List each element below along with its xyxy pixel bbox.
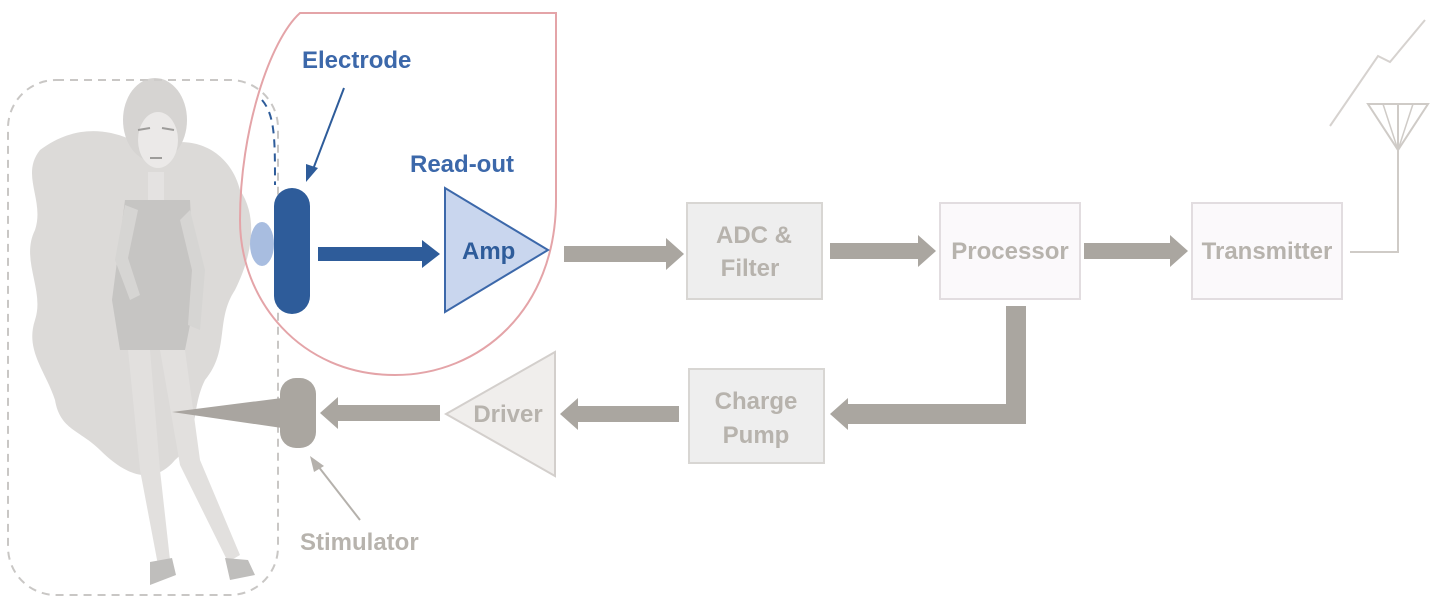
arrow-driver-to-stimulator-shaft xyxy=(336,405,440,421)
electrode-label: Electrode xyxy=(302,47,411,74)
stimulator-probe xyxy=(172,398,282,428)
arrow-chargepump-to-driver-head xyxy=(560,398,578,430)
stimulator-block xyxy=(280,378,316,448)
arrow-amp-to-adc-shaft xyxy=(564,246,668,262)
stimulator-pointer-line xyxy=(317,465,361,521)
human-figure-icon xyxy=(30,78,255,585)
electrode-block xyxy=(274,188,310,314)
arrow-processor-to-transmitter-shaft xyxy=(1084,243,1172,259)
arrow-electrode-to-amp-head xyxy=(422,240,440,268)
lightning-bolt-icon xyxy=(1329,19,1426,127)
charge-pump-box xyxy=(688,368,825,464)
readout-highlight-region xyxy=(238,12,557,377)
transmitter-box xyxy=(1191,202,1343,300)
arrow-amp-to-adc-head xyxy=(666,238,684,270)
driver-triangle xyxy=(443,350,556,478)
adc-filter-box xyxy=(686,202,823,300)
amp-triangle xyxy=(444,186,550,314)
adc-label-line2: Filter xyxy=(721,255,780,282)
charge-pump-label-line2: Pump xyxy=(723,422,790,449)
antenna-feed-line xyxy=(1350,150,1399,253)
arrow-adc-to-processor-head xyxy=(918,235,936,267)
arrow-electrode-to-amp-shaft xyxy=(318,247,424,261)
readout-label: Read-out xyxy=(410,151,514,178)
transmitter-label: Transmitter xyxy=(1202,238,1333,265)
arrow-processor-to-chargepump-head xyxy=(830,398,848,430)
charge-pump-label-line1: Charge xyxy=(715,388,798,415)
electrode-pointer-line xyxy=(311,87,345,173)
body-region-dashed-outline xyxy=(7,79,279,596)
arrow-driver-to-stimulator-head xyxy=(320,397,338,429)
electrode-pointer-arrowhead xyxy=(306,164,318,182)
processor-box xyxy=(939,202,1081,300)
body-outline-dash-inside xyxy=(261,99,276,186)
arrow-processor-to-chargepump-shaft xyxy=(846,306,1026,424)
driver-label: Driver xyxy=(473,401,542,428)
stimulator-label: Stimulator xyxy=(300,529,419,556)
stimulator-pointer-arrowhead xyxy=(310,456,324,472)
amp-label: Amp xyxy=(462,238,515,265)
arrow-adc-to-processor-shaft xyxy=(830,243,920,259)
arrow-chargepump-to-driver-shaft xyxy=(576,406,679,422)
electrode-contact xyxy=(250,222,274,266)
antenna-icon xyxy=(1366,103,1430,152)
adc-label-line1: ADC & xyxy=(716,222,792,249)
processor-label: Processor xyxy=(951,238,1068,265)
arrow-processor-to-transmitter-head xyxy=(1170,235,1188,267)
